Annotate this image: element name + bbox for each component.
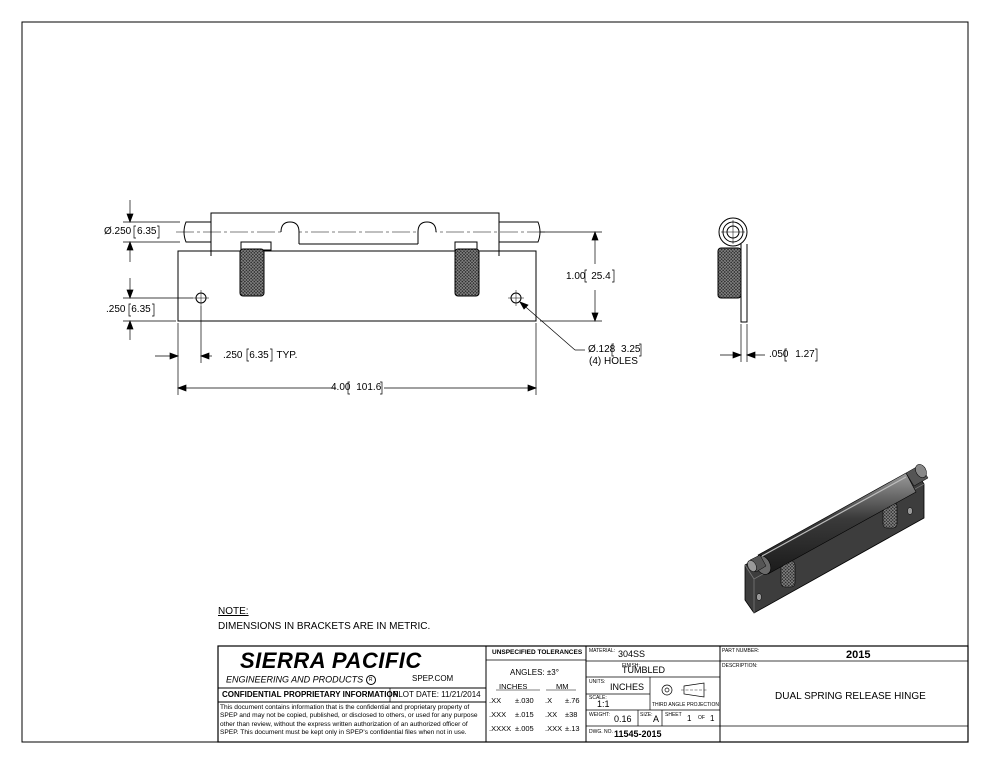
tol-mm-tol-2: ±38 xyxy=(565,710,578,719)
description-value: DUAL SPRING RELEASE HINGE xyxy=(775,691,926,702)
thickness-value: .050 xyxy=(769,349,789,360)
tol-in-tol-2: ±.015 xyxy=(515,710,534,719)
tolerances-heading: UNSPECIFIED TOLERANCES xyxy=(492,649,583,656)
height-value: 1.00 xyxy=(566,271,586,282)
hole-diameter-mm: 3.25 xyxy=(621,344,641,355)
side-view xyxy=(717,217,748,323)
notch-left xyxy=(280,221,300,244)
pin-diameter-mm: 6.35 xyxy=(137,226,157,237)
sheet-label: SHEET xyxy=(665,712,682,718)
projection-symbol-cone xyxy=(683,682,705,698)
tolerances-inches-header: INCHES xyxy=(499,682,528,691)
side-knurled-spring xyxy=(717,247,742,299)
tol-row-3: .XXXX±.005 .XXX±.13 xyxy=(489,725,580,733)
tol-mm-place-1: .X xyxy=(545,696,553,705)
scale-label: SCALE: xyxy=(589,695,607,701)
tol-mm-tol-1: ±.76 xyxy=(565,696,580,705)
tol-row-2: .XXX ±.015 .XX ±38 xyxy=(489,711,577,719)
hole-offset-mm: 6.35 xyxy=(131,304,151,315)
isometric-view xyxy=(744,464,929,614)
description-label: DESCRIPTION: xyxy=(722,663,758,669)
tolerances-angles: ANGLES: ±3° xyxy=(510,668,559,677)
length-mm: 101.6 xyxy=(356,382,382,393)
tol-in-tol-3: ±.005 xyxy=(515,724,534,733)
length-label: 4.00 101.6 xyxy=(331,383,381,393)
hole-edge-label: .250 6.35 TYP. xyxy=(223,351,297,361)
part-number-value: 2015 xyxy=(846,649,871,661)
material-label: MATERIAL: xyxy=(589,648,616,654)
hole-offset-label: .250 6.35 xyxy=(106,305,151,315)
tol-in-place-2: .XXX xyxy=(489,710,507,719)
confidential-text: This document contains information that … xyxy=(220,704,478,737)
hinge-leaf xyxy=(177,250,537,322)
plot-date: PLOT DATE: 11/21/2014 xyxy=(393,690,481,699)
front-view xyxy=(176,212,548,322)
hole-diameter-label: Ø.128 3.25 xyxy=(588,345,641,355)
pin-diameter-label: Ø.250 6.35 xyxy=(104,227,157,237)
thickness-label: .050 1.27 xyxy=(769,350,815,360)
hole-edge-value: .250 xyxy=(223,350,243,361)
tol-in-place-1: .XX xyxy=(489,696,502,705)
hole-edge-mm: 6.35 xyxy=(249,350,269,361)
tol-in-tol-1: ±.030 xyxy=(515,696,534,705)
front-dimensions xyxy=(123,200,602,395)
hole-edge-typ: TYP. xyxy=(276,350,298,361)
tol-mm-place-3: .XXX xyxy=(545,724,563,733)
knurled-spring-right xyxy=(454,248,480,297)
tol-row-1: .XX ±.030 .X ±.76 xyxy=(489,697,580,705)
company-website: SPEP.COM xyxy=(412,674,454,683)
company-name: SIERRA PACIFIC xyxy=(240,648,422,673)
scale-value: 1:1 xyxy=(597,699,610,709)
dwg-number: 11545-2015 xyxy=(614,729,662,739)
part-number-label: PART NUMBER: xyxy=(722,648,760,654)
material-value: 304SS xyxy=(618,649,646,659)
units-label: UNITS: xyxy=(589,679,606,685)
size-value: A xyxy=(653,714,660,724)
title-block xyxy=(217,645,969,743)
tol-in-place-3: .XXXX xyxy=(489,724,512,733)
notch-right xyxy=(417,221,437,244)
company-sub-text: ENGINEERING AND PRODUCTS xyxy=(226,674,364,685)
dimension-brackets xyxy=(128,225,818,395)
registered-icon: R xyxy=(365,675,376,685)
hole-count-label: (4) HOLES xyxy=(589,356,638,367)
confidential-heading: CONFIDENTIAL PROPRIETARY INFORMATION xyxy=(222,690,399,699)
sheet-border xyxy=(21,21,969,743)
side-dimensions xyxy=(720,324,765,362)
finish-label: FINISH: xyxy=(622,663,640,669)
dwg-label: DWG. NO. xyxy=(589,729,613,735)
thickness-mm: 1.27 xyxy=(795,349,815,360)
length-value: 4.00 xyxy=(331,382,351,393)
projection-label: THIRD ANGLE PROJECTION xyxy=(652,702,719,708)
height-mm: 25.4 xyxy=(591,271,611,282)
hole-diameter-value: Ø.128 xyxy=(588,344,616,355)
pin-diameter-value: Ø.250 xyxy=(104,226,132,237)
tolerances-mm-header: MM xyxy=(556,682,569,691)
height-label: 1.00 25.4 xyxy=(566,272,611,282)
knurled-spring-left xyxy=(239,248,265,297)
projection-symbol-circle xyxy=(661,684,673,696)
units-value: INCHES xyxy=(610,682,645,692)
weight-label: WEIGHT: xyxy=(589,712,610,718)
tol-mm-place-2: .XX xyxy=(545,710,558,719)
sheet-value: 1 xyxy=(687,714,692,723)
side-leaf xyxy=(740,244,748,323)
tol-mm-tol-3: ±.13 xyxy=(565,724,580,733)
registered-mark: R xyxy=(368,677,373,683)
finish-value: TUMBLED xyxy=(622,665,666,675)
sheet-total: 1 xyxy=(710,714,715,723)
note-text: DIMENSIONS IN BRACKETS ARE IN METRIC. xyxy=(218,621,431,632)
size-label: SIZE: xyxy=(640,712,653,718)
hole-offset-value: .250 xyxy=(106,304,126,315)
of-label: OF xyxy=(698,715,705,721)
note-heading: NOTE: xyxy=(218,606,249,617)
company-subtitle: ENGINEERING AND PRODUCTS R xyxy=(226,675,376,685)
weight-value: 0.16 xyxy=(614,714,632,724)
